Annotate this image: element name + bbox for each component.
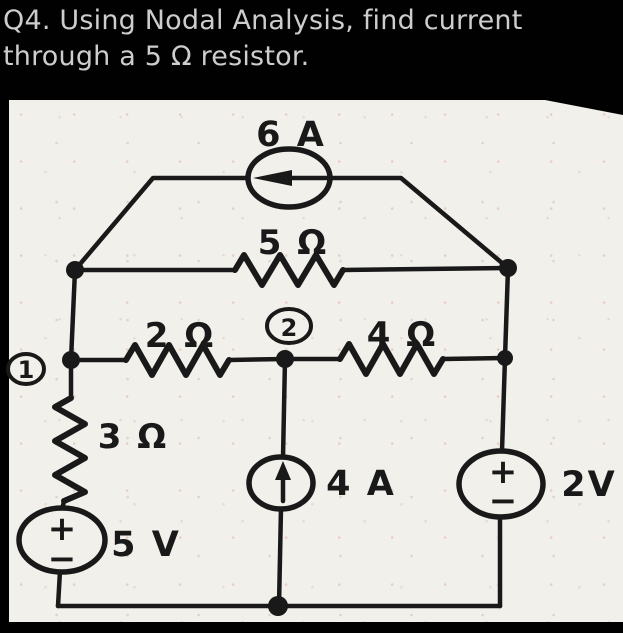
node-dot	[62, 351, 80, 369]
node-dot	[268, 596, 288, 616]
node-dot	[497, 350, 513, 366]
plus-sign: +	[48, 509, 77, 549]
node-1-number: 1	[18, 356, 35, 384]
voltage-source-5v: + − 5 V	[16, 505, 181, 579]
wire	[326, 175, 511, 271]
current-source-4a: 4 A	[246, 454, 396, 512]
current-source-6a: 6 A	[245, 115, 333, 210]
source-circle	[456, 448, 546, 520]
node-dot	[66, 261, 84, 279]
current-source-4a-label: 4 A	[326, 464, 396, 504]
node-dot	[276, 350, 294, 368]
wire	[340, 265, 511, 273]
junction-dots	[62, 259, 517, 616]
node-circle	[6, 352, 46, 386]
wire	[280, 356, 288, 461]
current-source-6a-label: 6 A	[256, 115, 326, 155]
left-arrow-icon	[253, 170, 332, 186]
resistor-5ohm-label: 5 Ω	[258, 223, 328, 263]
resistor-3ohm-label: 3 Ω	[98, 417, 168, 457]
question-line-2: through a 5 Ω resistor.	[3, 41, 310, 72]
voltage-source-2v-label: 2V	[561, 465, 616, 505]
up-arrow-icon	[275, 461, 291, 504]
minus-sign: −	[489, 481, 518, 521]
node-circle	[265, 307, 313, 345]
resistor-zigzag	[337, 341, 446, 377]
source-circle	[16, 505, 108, 575]
plus-sign: +	[489, 452, 518, 492]
resistor-zigzag	[232, 252, 346, 288]
resistor-2ohm: 2 Ω	[123, 316, 232, 378]
voltage-source-5v-label: 5 V	[111, 525, 181, 565]
node-label-1: 1	[6, 352, 46, 386]
resistor-4ohm: 4 Ω	[337, 315, 446, 377]
resistor-2ohm-label: 2 Ω	[145, 316, 215, 356]
resistor-zigzag	[123, 342, 232, 378]
wire	[440, 355, 508, 362]
question-line-1: Q4. Using Nodal Analysis, find current	[3, 5, 523, 36]
node-2-number: 2	[281, 314, 298, 342]
wire	[276, 505, 284, 609]
resistor-5ohm: 5 Ω	[232, 223, 346, 288]
scan-edge-artifact	[545, 100, 623, 115]
minus-sign: −	[48, 539, 77, 579]
node-dot	[499, 259, 517, 277]
node-label-2: 2	[265, 307, 313, 345]
wire	[226, 356, 288, 363]
voltage-source-2v: + − 2V	[456, 448, 616, 521]
wire	[68, 267, 78, 401]
wire	[55, 568, 63, 609]
resistor-3ohm: 3 Ω	[52, 395, 168, 504]
resistor-zigzag	[52, 395, 88, 504]
question-header: Q4. Using Nodal Analysis, find current t…	[0, 0, 623, 100]
wire	[72, 175, 252, 273]
resistor-4ohm-label: 4 Ω	[367, 315, 437, 355]
